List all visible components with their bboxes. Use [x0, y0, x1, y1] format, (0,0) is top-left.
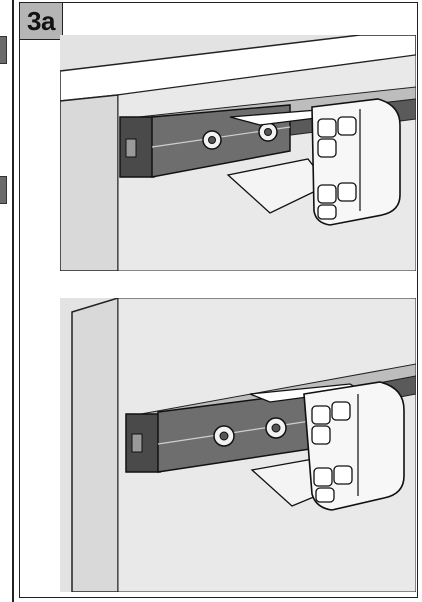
rail-bracket-attached-icon [71, 298, 416, 592]
illustration-top [60, 35, 416, 271]
page-tab-marker [0, 36, 7, 64]
step-number-label: 3a [20, 3, 63, 40]
instruction-step-frame: 3a [19, 2, 418, 598]
page-edge-line [12, 0, 14, 602]
page-tab-marker [0, 176, 7, 204]
illustration-bottom [60, 298, 416, 592]
rail-bracket-detached-icon [60, 35, 416, 271]
page-edge-strip [0, 0, 14, 602]
